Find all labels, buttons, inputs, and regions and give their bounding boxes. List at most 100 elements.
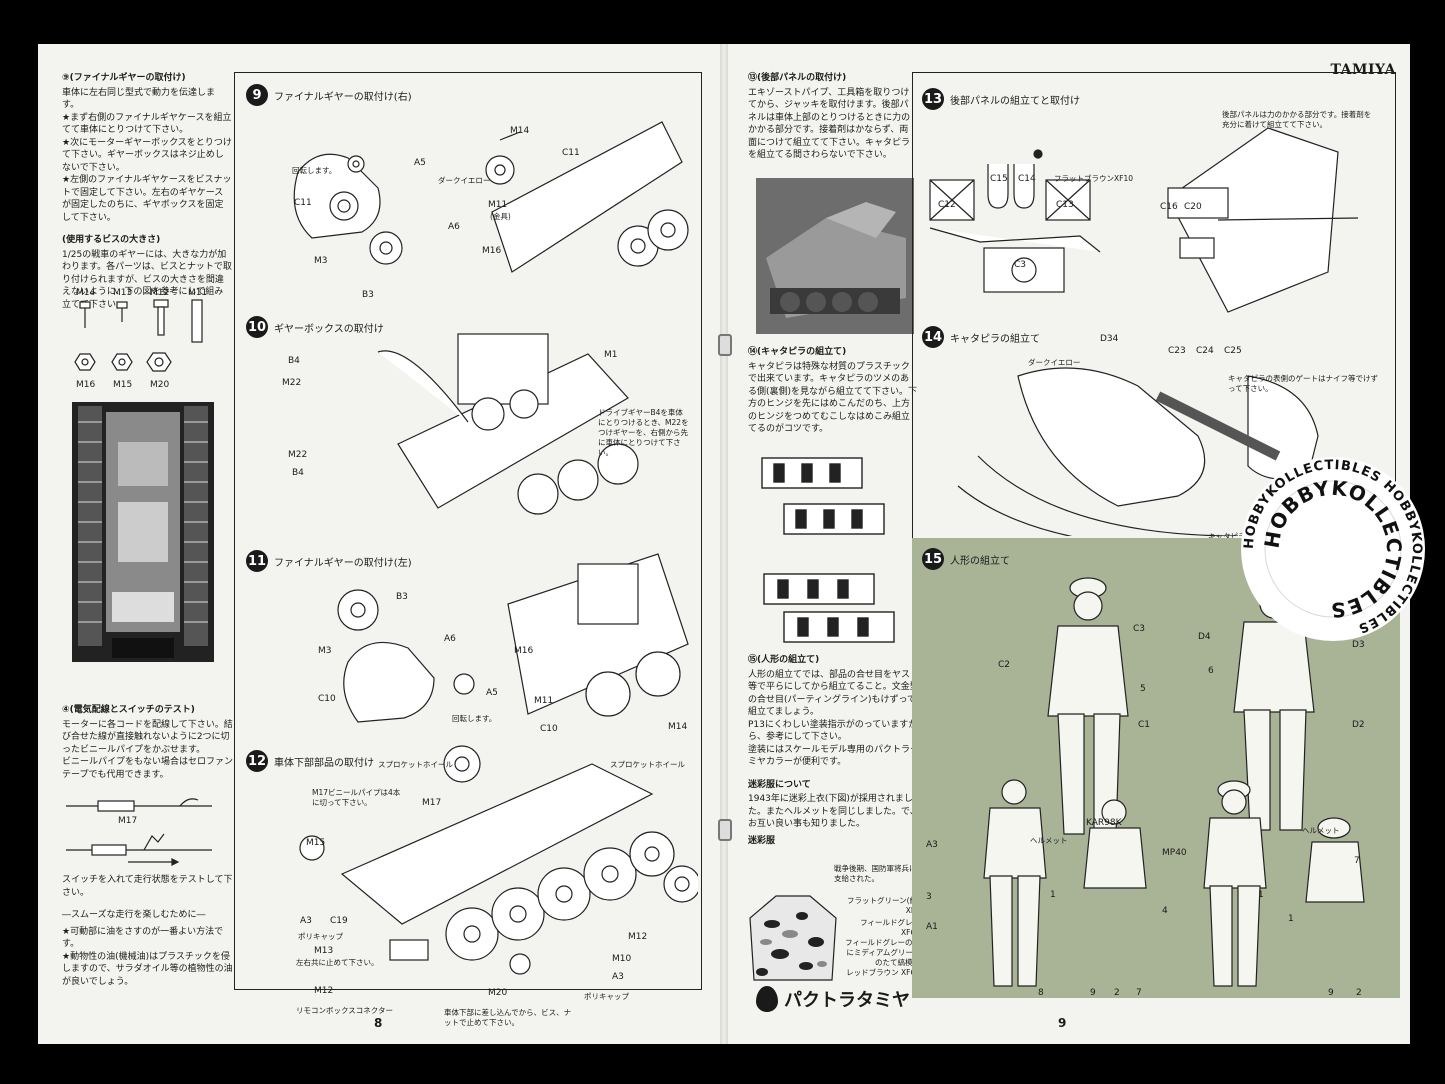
nut-label-m16: M16 (76, 380, 96, 390)
left-text-column: ⑨(ファイナルギヤーの取付け) 車体に左右同じ型式で動力を伝達します。 ★まず右… (62, 72, 232, 321)
s12-label-a3-right: A3 (612, 972, 624, 982)
s15-text: ⑮(人形の組立て) 人形の組立てでは、部品の合せ目をヤスリ等で平らにしてから組立… (748, 654, 920, 847)
s14-text: ⑭(キャタピラの組立て) キャタピラは特殊な材質のプラスチックで出来ています。キ… (748, 346, 918, 446)
wiring-diagram (66, 798, 212, 866)
s15-label-c2: C2 (998, 660, 1011, 670)
step-14-header: 14 キャタピラの組立て (922, 326, 1040, 348)
s15-label-d4: D4 (1198, 632, 1211, 642)
step-12-number: 12 (246, 750, 268, 772)
s12-body-note: 車体下部に差し込んでから、ビス、ナットで止めて下さい。 (444, 1008, 572, 1027)
s14-note-top: キャタピラの表側のゲートはナイフ等でけずって下さい。 (1228, 374, 1378, 393)
s9-label-m14: M14 (510, 126, 530, 136)
s12-sprocket-label-top: スプロケットホイール (378, 760, 453, 769)
nut-label-m20: M20 (150, 380, 170, 390)
steps-9-12-panel (234, 72, 702, 990)
s13-label-c20: C20 (1184, 202, 1202, 212)
s13-label-c24: C24 (1196, 346, 1214, 356)
step-11-title: ファイナルギヤーの取付け(左) (274, 557, 412, 569)
s13-dark-yellow: ダークイエロー (1028, 358, 1081, 367)
s15-heading: ⑮(人形の組立て) (748, 655, 820, 665)
s11-label-m14: M14 (668, 722, 688, 732)
s9-rotate-note: 回転します。 (292, 166, 337, 175)
s13-flat-brown: フラットブラウンXF10 (1054, 174, 1133, 183)
s15-label-2b: 2 (1356, 988, 1362, 998)
step-14-drawing (957, 367, 1319, 536)
s14-heading: ⑭(キャタピラの組立て) (748, 347, 847, 357)
s10-note: ドライブギヤーB4を車体にとりつけるとき、M22をつけギヤーを、右側から先に車体… (598, 408, 689, 457)
right-text-column: ⑬(後部パネルの取付け) エキゾーストパイプ、工具箱を取りつけてから、ジャッキを… (748, 72, 912, 172)
s9-label-b3: B3 (362, 290, 374, 300)
s9-label-a5: A5 (414, 158, 426, 168)
staple-top (718, 334, 732, 356)
s15-label-kar98k: KAR98K (1086, 818, 1122, 828)
step-13-title: 後部パネルの組立てと取付け (950, 95, 1080, 107)
step-11-number: 11 (246, 550, 268, 572)
nut-label-m15: M15 (113, 380, 133, 390)
tank-photo (756, 178, 914, 334)
camo-jacket-drawing (749, 895, 837, 981)
s15-label-6: 6 (1208, 666, 1214, 676)
wiring-body: モーターに各コードを配線して下さい。結び合せた線が直接触れないように2つに切った… (62, 719, 234, 780)
screw-body: 1/25の戦車のギヤーには、大きな力が加わります。各パーツは、ビスとナットで取り… (62, 249, 232, 310)
s15-label-9a: 9 (1090, 988, 1096, 998)
s10-label-b4-top: B4 (288, 356, 300, 366)
wiring-heading: ④(電気配線とスイッチのテスト) (62, 705, 195, 715)
s12-polycap-left: ポリキャップ (298, 932, 343, 941)
s11-label-a5: A5 (486, 688, 498, 698)
s11-label-a6: A6 (444, 634, 456, 644)
s11-label-m16: M16 (514, 646, 534, 656)
s15-label-a3: A3 (926, 840, 938, 850)
step-10-drawing (377, 333, 639, 515)
step-9-number: 9 (246, 84, 268, 106)
camo-body: 1943年に迷彩上衣(下図)が採用されました。またヘルメットを同じしました。で、… (748, 794, 919, 829)
screw-heading: (使用するビスの大きさ) (62, 235, 161, 245)
camo-title: 迷彩服 (748, 835, 776, 846)
s15-label-c3: C3 (1133, 624, 1146, 634)
step-9-title: ファイナルギヤーの取付け(右) (274, 91, 412, 103)
test-text: スイッチを入れて走行状態をテストして下さい。 ―スムーズな走行を楽しむために― … (62, 874, 234, 998)
s15-label-1a: 1 (1050, 890, 1056, 900)
s12-label-c19: C19 (330, 916, 348, 926)
step-13-number: 13 (922, 88, 944, 110)
switch-test: スイッチを入れて走行状態をテストして下さい。 (62, 875, 233, 898)
s13-label-c14: C14 (1018, 174, 1036, 184)
wiring-text: ④(電気配線とスイッチのテスト) モーターに各コードを配線して下さい。結び合せた… (62, 704, 234, 791)
s11-label-c10-right: C10 (540, 724, 558, 734)
s12-remote-connector: リモコンボックスコネクター (296, 1006, 393, 1015)
s13-label-c12: C12 (938, 200, 956, 210)
step-14-number: 14 (922, 326, 944, 348)
s15-label-d3: D3 (1352, 640, 1365, 650)
smooth-body: ★可動部に油をさすのが一番よい方法です。 ★動物性の油(機械油)はプラスチックを… (62, 926, 233, 987)
s15-label-mp40: MP40 (1162, 848, 1187, 858)
step-11-header: 11 ファイナルギヤーの取付け(左) (246, 550, 412, 572)
s15-label-4: 4 (1162, 906, 1168, 916)
s9-label-c11-right: C11 (562, 148, 580, 158)
color-label-0: フラットグリーン(緑) XF5 (847, 896, 920, 915)
s15-label-2a: 2 (1114, 988, 1120, 998)
step-10-number: 10 (246, 316, 268, 338)
step-10-title: ギヤーボックスの取付け (274, 323, 384, 335)
step-15-drawing (983, 577, 1365, 987)
s12-sprocket-label-right: スプロケットホイール (610, 760, 685, 769)
s15-label-1c: 1 (1288, 914, 1294, 924)
s12-label-m20: M20 (488, 988, 508, 998)
step-14-title: キャタピラの組立て (950, 333, 1040, 345)
s9-label-m11: M11 (488, 200, 508, 210)
s15-label-d2: D2 (1352, 720, 1365, 730)
s15-helmet-right: ヘルメット (1302, 826, 1340, 835)
s9-body: 車体に左右同じ型式で動力を伝達します。 ★まず右側のファイナルギヤケースを組立て… (62, 87, 232, 223)
screw-label-m11: M11 (188, 288, 208, 298)
s9-dark-yellow-note: ダークイエロー (438, 176, 491, 185)
s11-label-c10-left: C10 (318, 694, 336, 704)
s15-label-9b: 9 (1328, 988, 1334, 998)
s9-label-a6: A6 (448, 222, 460, 232)
s9-label-c11-left: C11 (294, 198, 312, 208)
s10-label-m22-bottom: M22 (288, 450, 308, 460)
s15-label-8: 8 (1038, 988, 1044, 998)
s15-label-a1: A1 (926, 922, 938, 932)
s10-label-m22-top: M22 (282, 378, 302, 388)
step-9-header: 9 ファイナルギヤーの取付け(右) (246, 84, 412, 106)
track-links-drawing (761, 457, 895, 643)
s12-label-m12-right: M12 (628, 932, 648, 942)
color-label-2: フィールドグレーの地にミディアムグリーンのたて縞模様 (845, 938, 920, 967)
